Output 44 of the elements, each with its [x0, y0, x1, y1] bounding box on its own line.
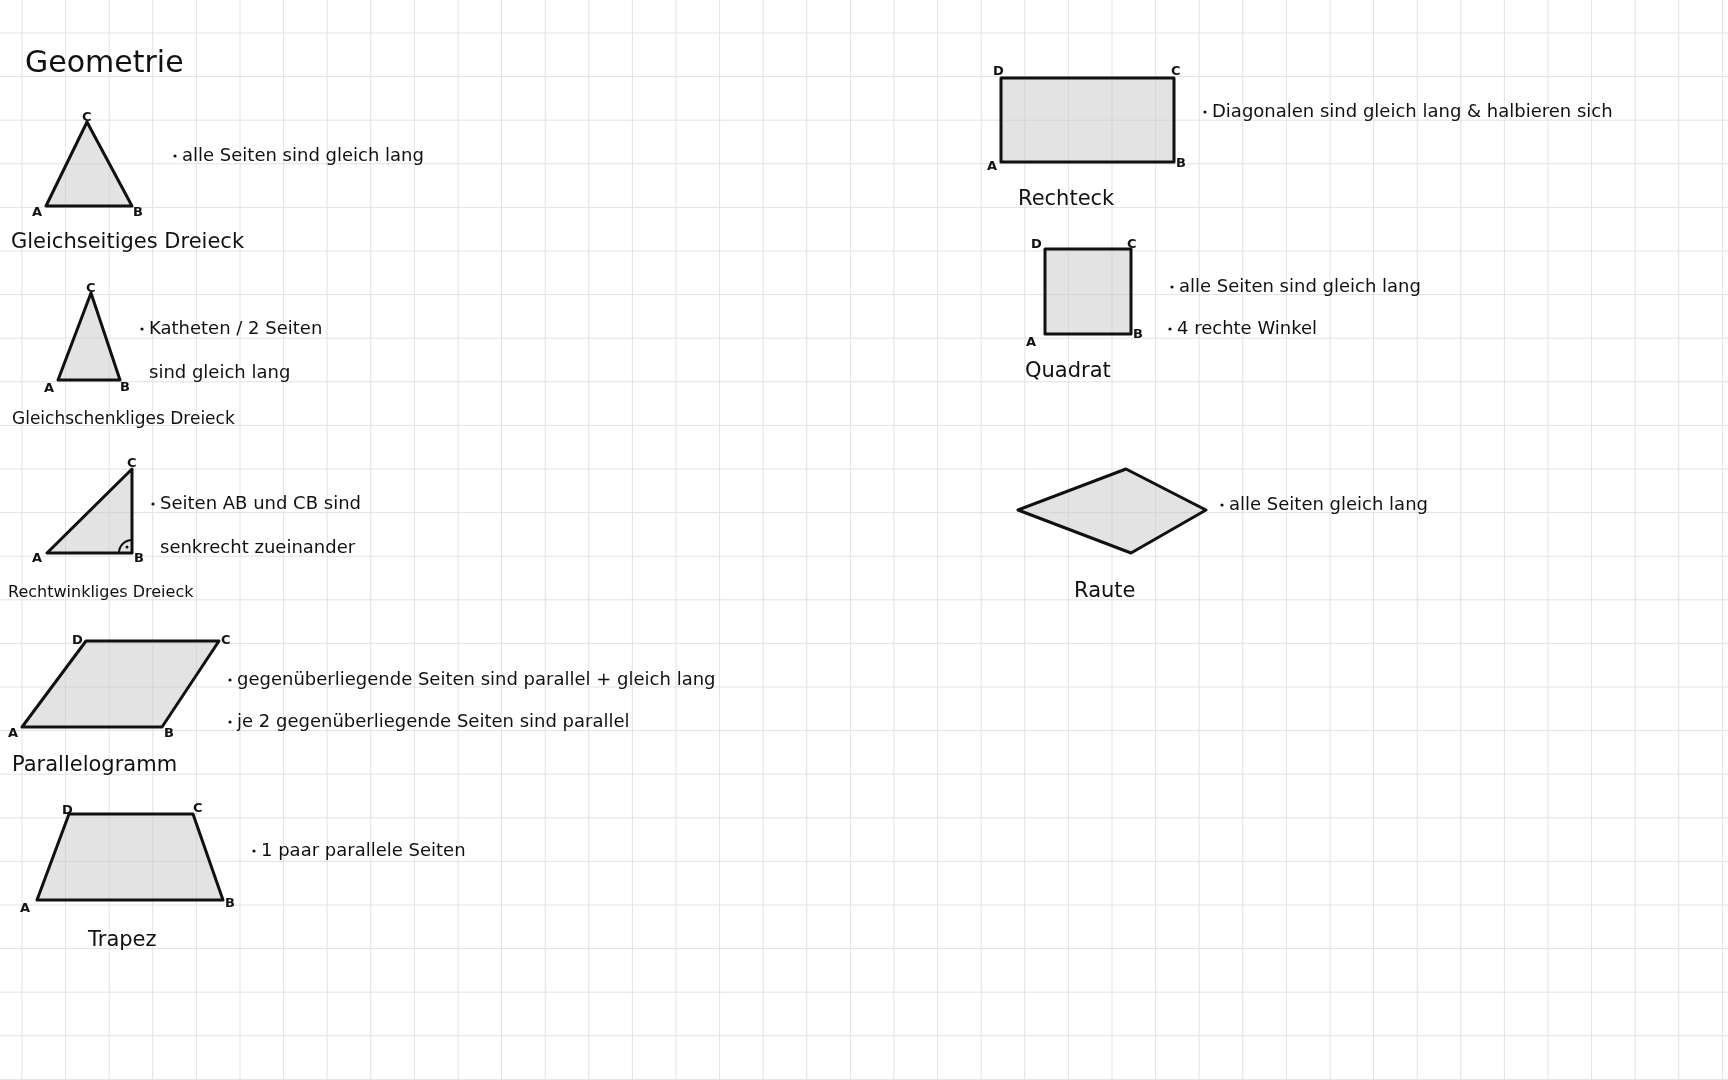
note-text: alle Seiten sind gleich lang	[182, 145, 424, 165]
vertex-label: C	[86, 281, 96, 295]
shape-name: Gleichseitiges Dreieck	[11, 229, 245, 253]
vertex-label: D	[62, 803, 73, 817]
vertex-label: A	[8, 726, 19, 740]
note-text: alle Seiten sind gleich lang	[1179, 276, 1421, 296]
vertex-label: C	[193, 801, 203, 815]
vertex-label: A	[32, 205, 43, 219]
shape-name: Gleichschenkliges Dreieck	[12, 407, 235, 430]
vertex-label: A	[44, 381, 55, 395]
vertex-label: A	[1026, 335, 1037, 349]
vertex-label: B	[133, 205, 143, 219]
page-title: Geometrie	[25, 44, 184, 79]
shape-name: Rechteck	[1018, 186, 1115, 210]
vertex-label: B	[134, 551, 144, 565]
vertex-label: B	[225, 896, 235, 910]
vertex-label: A	[20, 901, 31, 915]
note-text: 1 paar parallele Seiten	[261, 840, 466, 860]
note-text: alle Seiten gleich lang	[1229, 494, 1428, 514]
vertex-label: D	[993, 64, 1004, 78]
vertex-label: A	[32, 551, 43, 565]
note-text: gegenüberliegende Seiten sind parallel + gleich lang	[237, 669, 716, 689]
shape-name: Rechtwinkliges Dreieck	[8, 581, 194, 603]
vertex-label: C	[1127, 237, 1137, 251]
vertex-label: D	[1031, 237, 1042, 251]
note-text: je 2 gegenüberliegende Seiten sind parallel	[237, 711, 630, 731]
shape-name: Trapez	[88, 927, 157, 951]
shape-name: Raute	[1074, 578, 1136, 602]
vertex-label: B	[164, 726, 174, 740]
note-text: 4 rechte Winkel	[1177, 318, 1318, 338]
vertex-label: C	[127, 456, 137, 470]
vertex-label: B	[120, 380, 130, 394]
note-text: Katheten / 2 Seiten sind gleich lang	[149, 316, 324, 384]
shape-name: Parallelogramm	[12, 752, 178, 776]
vertex-label: A	[987, 159, 998, 173]
vertex-label: C	[82, 110, 92, 124]
note-text: Diagonalen sind gleich lang & halbieren sich	[1212, 101, 1613, 121]
vertex-label: C	[221, 633, 231, 647]
vertex-label: D	[72, 633, 83, 647]
vertex-label: B	[1176, 156, 1186, 170]
vertex-label: C	[1171, 64, 1181, 78]
note-text: Seiten AB und CB sind senkrecht zueinander	[160, 491, 362, 559]
shape-name: Quadrat	[1025, 358, 1111, 382]
vertex-label: B	[1133, 327, 1143, 341]
